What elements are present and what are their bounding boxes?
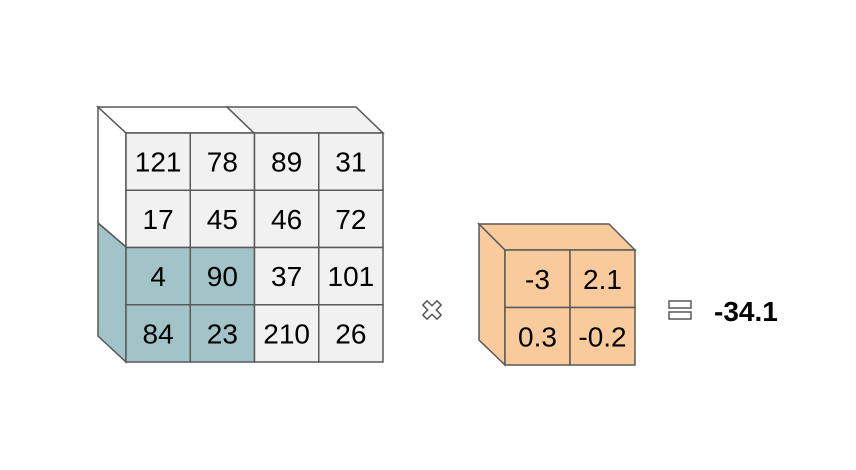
kernel-cell xyxy=(569,306,636,366)
input-cell xyxy=(253,304,320,363)
input-cell-value: 17 xyxy=(143,204,174,235)
multiply-icon xyxy=(422,300,442,320)
kernel-cell-value: 2.1 xyxy=(583,264,622,295)
kernel-cell xyxy=(504,249,571,309)
input-matrix-cube: 121 78 89 31 17 45 46 72 4 90 37 101 84 23 210 26 xyxy=(96,105,385,364)
input-cell xyxy=(189,304,256,363)
input-cell-value: 4 xyxy=(150,261,166,292)
input-cell-value: 89 xyxy=(271,147,302,178)
input-cell xyxy=(125,246,191,306)
kernel-cube: -3 2.1 0.3 -0.2 xyxy=(477,222,637,367)
input-grid: 121 78 89 31 17 45 46 72 4 90 37 101 84 23 210 26 xyxy=(125,132,384,363)
input-cell-value: 72 xyxy=(335,204,366,235)
input-cell xyxy=(125,132,191,191)
kernel-cell xyxy=(504,306,571,366)
input-cell-value: 101 xyxy=(328,261,375,292)
kernel-grid: -3 2.1 0.3 -0.2 xyxy=(504,249,636,366)
input-cell-value: 26 xyxy=(335,318,366,349)
kernel-cell xyxy=(569,249,636,309)
input-cell-value: 37 xyxy=(271,261,302,292)
input-cell-value: 45 xyxy=(207,204,238,235)
kernel-cell-value: -0.2 xyxy=(578,321,626,352)
kernel-cube-top-face xyxy=(477,223,637,251)
input-cell-value: 23 xyxy=(207,318,238,349)
input-cube-top-face-right xyxy=(225,106,385,134)
input-cell-value: 78 xyxy=(207,147,238,178)
result-value: -34.1 xyxy=(714,296,778,327)
input-cell-value: 90 xyxy=(207,261,238,292)
input-cell xyxy=(318,132,384,191)
input-cell xyxy=(318,189,384,249)
input-cell xyxy=(189,246,256,306)
input-cell xyxy=(125,304,191,363)
input-cell-value: 31 xyxy=(335,147,366,178)
input-cell xyxy=(318,246,384,306)
input-cell xyxy=(318,304,384,363)
input-cube-left-face-bottom xyxy=(97,221,127,364)
kernel-cell-value: 0.3 xyxy=(518,321,557,352)
input-cell-value: 46 xyxy=(271,204,302,235)
kernel-cell-value: -3 xyxy=(525,264,550,295)
input-cell-value: 121 xyxy=(135,147,182,178)
input-cell-value: 210 xyxy=(263,318,310,349)
input-cell-value: 84 xyxy=(143,318,174,349)
equals-icon xyxy=(668,300,692,320)
